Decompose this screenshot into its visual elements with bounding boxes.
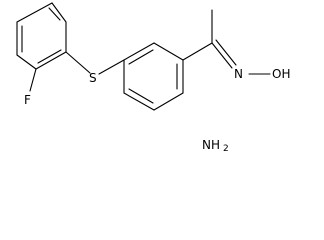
- aromatic-bond: [128, 49, 154, 65]
- bond-c-n-double: [215, 39, 237, 66]
- bond: [123, 42, 155, 61]
- bond: [16, 2, 53, 23]
- aromatic-bond: [37, 49, 62, 64]
- bond-ring-c: [182, 42, 213, 61]
- bond: [35, 51, 67, 70]
- aromatic-bond: [128, 88, 154, 104]
- aromatic-bond: [48, 7, 61, 21]
- bond: [51, 2, 67, 23]
- bond: [123, 92, 155, 111]
- amine-subscript: 2: [223, 144, 229, 153]
- bond-s-c: [98, 59, 125, 75]
- bond-c-s: [65, 51, 91, 74]
- benzene-ring: [123, 42, 184, 111]
- bond: [16, 54, 37, 70]
- fluorine-label: F: [24, 93, 31, 107]
- bond-c-n-double: [211, 42, 233, 69]
- bond-c-f: [29, 68, 37, 92]
- bond: [153, 42, 184, 61]
- hydroxyl-label: OH: [272, 67, 290, 81]
- bond: [153, 92, 184, 111]
- amine-label: NH: [202, 138, 220, 152]
- sulfur-label: S: [89, 71, 97, 85]
- chemical-structure: F S N OH NH 2: [16, 2, 290, 153]
- fluorophenyl-ring: [16, 2, 67, 70]
- imine-nitrogen-label: N: [234, 67, 243, 81]
- structure-canvas: F S N OH NH 2: [16, 2, 291, 153]
